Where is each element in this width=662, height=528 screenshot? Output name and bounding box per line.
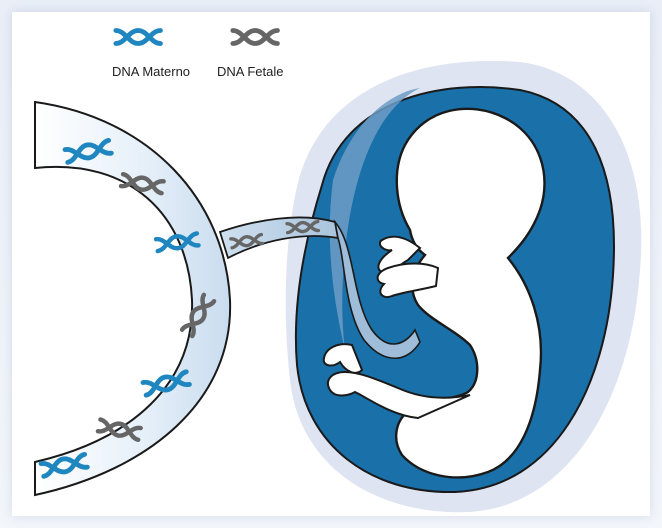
fetal-dna-label: DNA Fetale	[217, 64, 283, 79]
legend: DNA Materno DNA Fetale	[112, 31, 283, 80]
maternal-dna-legend-icon	[116, 31, 161, 44]
fetus-body	[396, 109, 544, 478]
maternal-dna-label: DNA Materno	[112, 64, 190, 79]
fetal-dna-legend-icon	[233, 31, 278, 44]
